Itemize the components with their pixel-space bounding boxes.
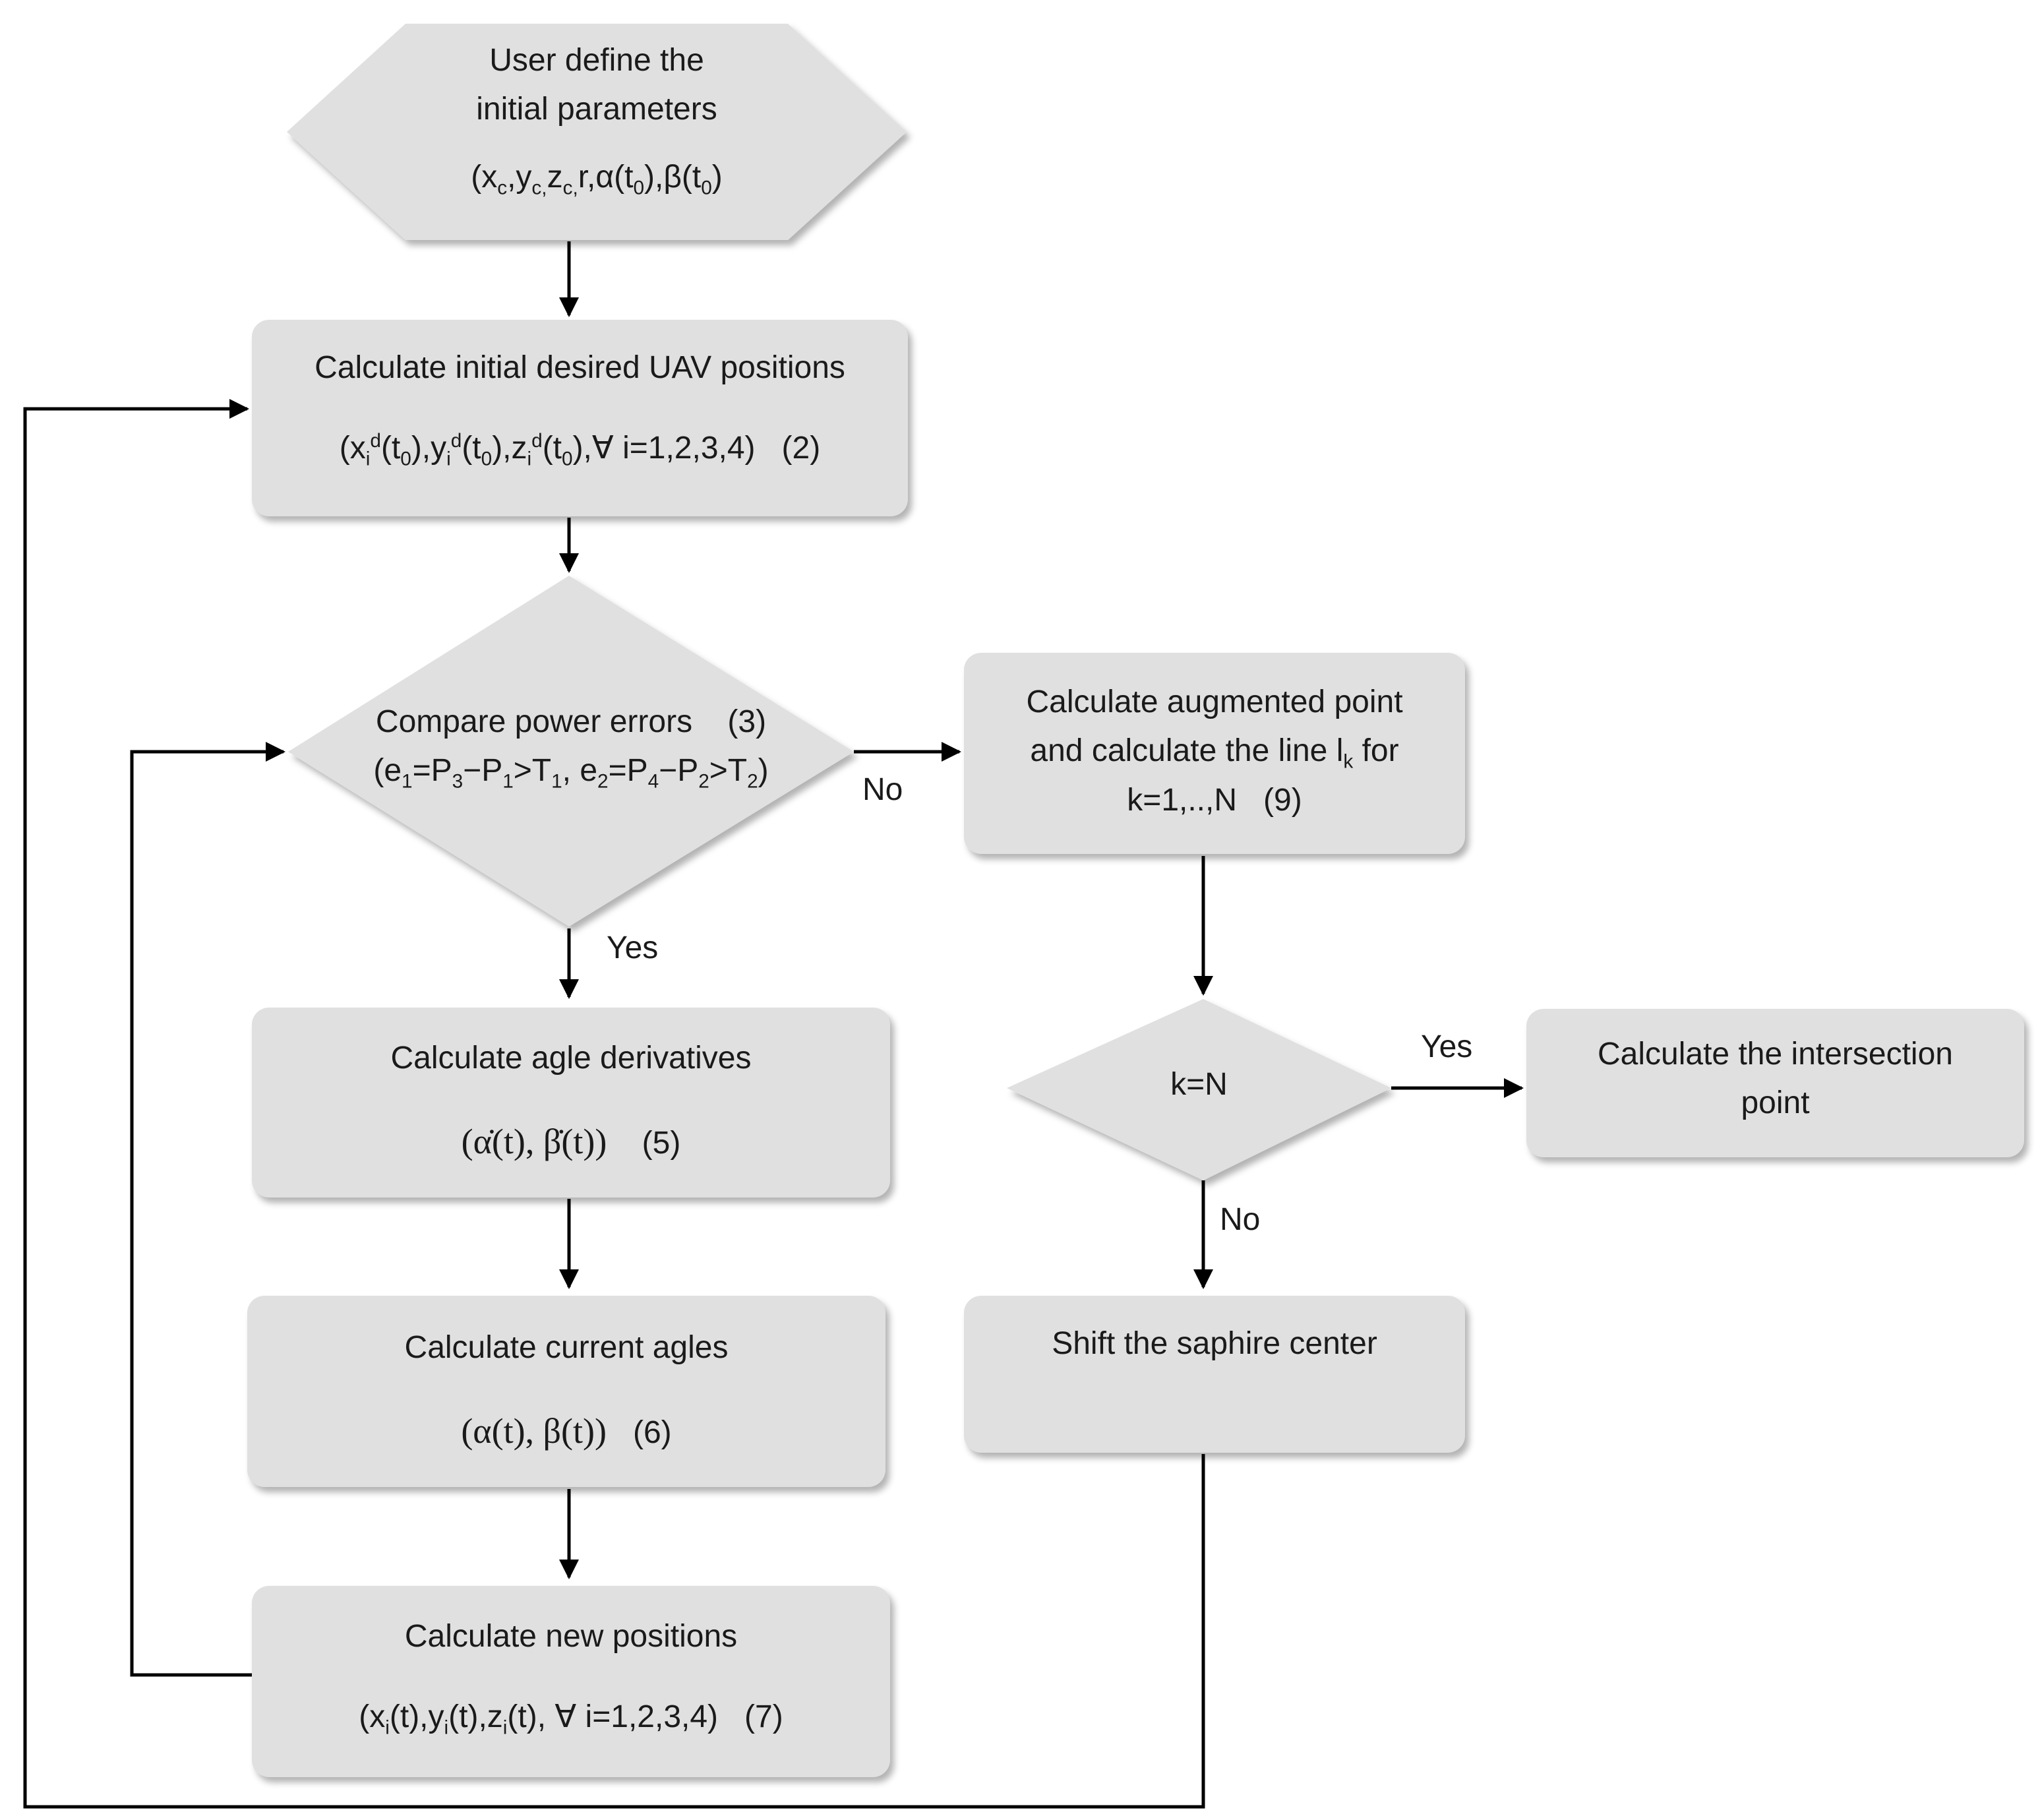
intersection-node: Calculate the intersection point bbox=[1526, 1009, 2024, 1157]
new-positions-formula: (xi(t),yi(t),zi(t), ∀ i=1,2,3,4) (7) bbox=[359, 1699, 783, 1739]
compare-yes-label: Yes bbox=[607, 930, 659, 965]
compare-node-text: Compare power errors (3) (e1=P3−P1>T1, e… bbox=[288, 698, 854, 810]
compare-diamond bbox=[288, 576, 854, 926]
new-positions-title: Calculate new positions bbox=[404, 1619, 738, 1654]
angle-derivatives-formula: (α̇(t), β̇(t)) (5) bbox=[461, 1122, 681, 1162]
current-angles-node: Calculate current agles (α(t), β(t)) (6) bbox=[247, 1296, 885, 1487]
shift-center-node: Shift the saphire center bbox=[964, 1296, 1465, 1453]
start-line1: User define the bbox=[489, 43, 704, 78]
initial-positions-title: Calculate initial desired UAV positions bbox=[315, 350, 845, 385]
k-yes-label: Yes bbox=[1421, 1029, 1473, 1064]
current-angles-title: Calculate current agles bbox=[404, 1330, 729, 1365]
arrow-new-positions-loop bbox=[130, 742, 285, 1677]
k-no-label: No bbox=[1220, 1202, 1261, 1237]
current-angles-formula: (α(t), β(t)) (6) bbox=[461, 1411, 672, 1451]
k-decision-diamond bbox=[1007, 999, 1391, 1180]
augmented-line2: and calculate the line lk for bbox=[1030, 733, 1399, 773]
start-hexagon bbox=[287, 24, 907, 240]
augmented-line1: Calculate augmented point bbox=[1026, 684, 1403, 719]
angle-derivatives-title: Calculate agle derivatives bbox=[390, 1041, 752, 1076]
k-decision-text: k=N bbox=[1007, 1052, 1391, 1118]
augmented-point-node: Calculate augmented point and calculate … bbox=[964, 653, 1465, 854]
intersection-line2: point bbox=[1741, 1085, 1810, 1121]
compare-no-label: No bbox=[862, 772, 903, 807]
initial-positions-node: Calculate initial desired UAV positions … bbox=[252, 320, 908, 516]
new-positions-node: Calculate new positions (xi(t),yi(t),zi(… bbox=[252, 1586, 890, 1777]
shift-center-title: Shift the saphire center bbox=[1052, 1326, 1377, 1361]
intersection-line1: Calculate the intersection bbox=[1598, 1037, 1953, 1072]
arrow-shift-loop bbox=[23, 399, 1205, 1809]
compare-line1: Compare power errors (3) bbox=[375, 704, 767, 739]
angle-derivatives-node: Calculate agle derivatives (α̇(t), β̇(t)… bbox=[252, 1008, 890, 1198]
augmented-line3: k=1,..,N (9) bbox=[1127, 782, 1302, 818]
start-node-text: User define the initial parameters (xc,y… bbox=[287, 36, 907, 234]
start-params: (xc,yc,zc,r,α(t0),β(t0) bbox=[471, 159, 723, 199]
k-decision-label: k=N bbox=[1170, 1066, 1228, 1102]
compare-condition: (e1=P3−P1>T1, e2=P4−P2>T2) bbox=[373, 753, 769, 793]
initial-positions-formula: (xid(t0),yid(t0),zid(t0),∀ i=1,2,3,4) (2… bbox=[339, 430, 821, 470]
start-line2: initial parameters bbox=[476, 92, 717, 127]
